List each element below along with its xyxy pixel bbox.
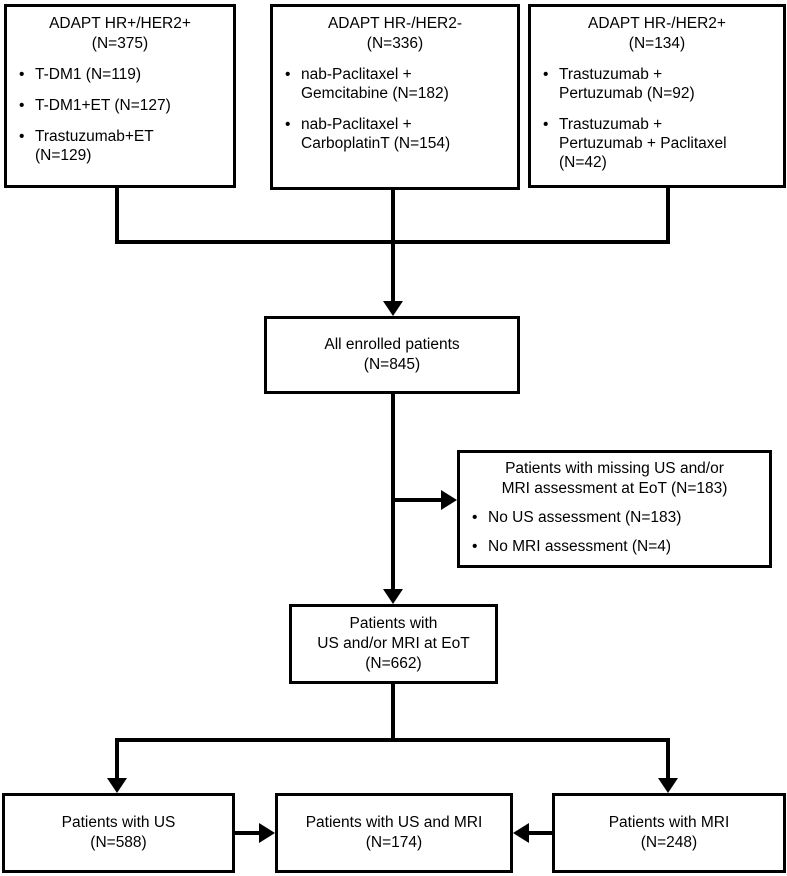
box-title: ADAPT HR-/HER2- (N=336): [327, 15, 463, 52]
box-label: Patients with US and/or MRI at EoT (N=66…: [317, 615, 470, 672]
box-label: Patients with MRI (N=248): [608, 814, 730, 851]
connector-right-stem: [666, 186, 670, 244]
bullet-text: Trastuzumab + Pertuzumab + Paclitaxel (N…: [559, 116, 727, 171]
adapt-hr-neg-her2-neg-box: ADAPT HR-/HER2- (N=336) • nab-Paclitaxel…: [270, 4, 520, 190]
connector-mri-to-usmri: [527, 831, 552, 835]
bullet-icon: •: [543, 66, 549, 83]
bullet-icon: •: [285, 66, 291, 83]
bullet-icon: •: [19, 97, 25, 114]
adapt-hr-pos-her2-pos-box: ADAPT HR+/HER2+ (N=375) • T-DM1 (N=119) …: [4, 4, 236, 188]
bullet-text: T-DM1 (N=119): [35, 66, 142, 83]
list-item: • nab-Paclitaxel + Gemcitabine (N=182): [285, 65, 511, 103]
list-item: • Trastuzumab + Pertuzumab (N=92): [543, 65, 777, 103]
box-title: ADAPT HR+/HER2+ (N=375): [49, 15, 191, 52]
bullet-text: nab-Paclitaxel + Gemcitabine (N=182): [301, 66, 449, 102]
list-item: • No MRI assessment (N=4): [472, 537, 763, 556]
bullet-text: No US assessment (N=183): [488, 509, 682, 526]
box-label: All enrolled patients (N=845): [324, 336, 460, 373]
connector-enrolled-to-eot: [391, 394, 395, 590]
box-label: Patients with US (N=588): [61, 814, 176, 851]
bullet-list: • T-DM1 (N=119) • T-DM1+ET (N=127) • Tra…: [7, 65, 233, 165]
bullet-list: • nab-Paclitaxel + Gemcitabine (N=182) •…: [273, 65, 517, 153]
bullet-text: Trastuzumab+ET (N=129): [35, 128, 154, 164]
missing-assessment-box: Patients with missing US and/or MRI asse…: [457, 450, 772, 568]
us-mri-eot-box: Patients with US and/or MRI at EoT (N=66…: [289, 604, 498, 684]
arrowhead-right-to-missing: [441, 490, 457, 510]
list-item: • Trastuzumab + Pertuzumab + Paclitaxel …: [543, 115, 777, 172]
bullet-text: T-DM1+ET (N=127): [35, 97, 171, 114]
patients-us-mri-box: Patients with US and MRI (N=174): [275, 793, 513, 873]
bullet-text: No MRI assessment (N=4): [488, 538, 672, 555]
arrowhead-down-to-eot: [383, 589, 403, 604]
arrowhead-left-to-usmri: [513, 823, 529, 843]
connector-left-stem: [115, 186, 119, 244]
adapt-hr-neg-her2-pos-box: ADAPT HR-/HER2+ (N=134) • Trastuzumab + …: [528, 4, 786, 188]
bullet-icon: •: [472, 538, 478, 555]
bullet-icon: •: [472, 509, 478, 526]
arrowhead-down-to-enrolled: [383, 301, 403, 316]
all-enrolled-box: All enrolled patients (N=845): [264, 316, 520, 394]
bullet-icon: •: [285, 116, 291, 133]
box-title: Patients with missing US and/or MRI asse…: [501, 460, 728, 497]
bullet-text: nab-Paclitaxel + CarboplatinT (N=154): [301, 116, 451, 152]
bullet-icon: •: [543, 116, 549, 133]
list-item: • nab-Paclitaxel + CarboplatinT (N=154): [285, 115, 511, 153]
arrowhead-right-to-usmri: [259, 823, 275, 843]
connector-drop-left: [115, 738, 119, 780]
connector-branch-to-missing: [391, 498, 442, 502]
arrowhead-down-to-us: [107, 778, 127, 793]
arrowhead-down-to-mri: [658, 778, 678, 793]
bullet-text: Trastuzumab + Pertuzumab (N=92): [559, 66, 695, 102]
list-item: • T-DM1 (N=119): [19, 65, 227, 84]
box-title: ADAPT HR-/HER2+ (N=134): [588, 15, 726, 52]
bullet-list: • No US assessment (N=183) • No MRI asse…: [460, 508, 769, 556]
connector-us-to-usmri: [235, 831, 261, 835]
patients-us-box: Patients with US (N=588): [2, 793, 235, 873]
bullet-icon: •: [19, 128, 25, 145]
bullet-icon: •: [19, 66, 25, 83]
list-item: • No US assessment (N=183): [472, 508, 763, 527]
bullet-list: • Trastuzumab + Pertuzumab (N=92) • Tras…: [531, 65, 783, 172]
list-item: • T-DM1+ET (N=127): [19, 96, 227, 115]
box-label: Patients with US and MRI (N=174): [305, 814, 483, 851]
connector-center-stem: [391, 188, 395, 303]
connector-bottom-horizontal: [115, 738, 670, 742]
patients-mri-box: Patients with MRI (N=248): [552, 793, 786, 873]
list-item: • Trastuzumab+ET (N=129): [19, 127, 227, 165]
connector-eot-stem: [391, 684, 395, 740]
connector-drop-right: [666, 738, 670, 780]
